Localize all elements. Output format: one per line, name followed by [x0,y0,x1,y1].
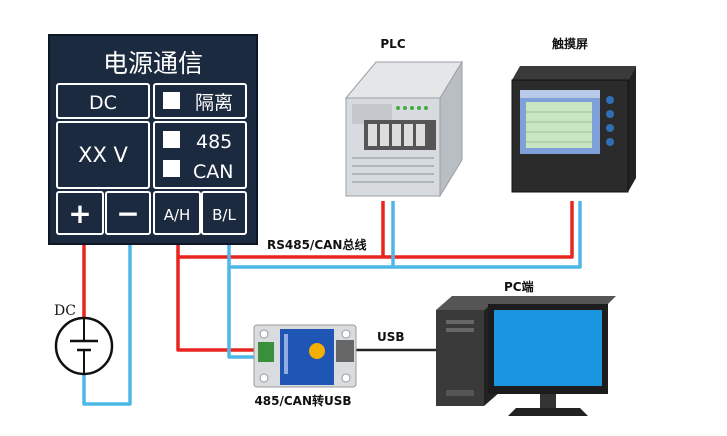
touchscreen-device: 触摸屏 [511,36,636,193]
pc-label: PC端 [504,279,534,294]
converter-icon [253,324,357,388]
terminal-ah: A/H [164,206,191,224]
converter-label: 485/CAN转USB [254,393,351,408]
protocol-can-checkbox[interactable] [163,160,180,177]
module-title: 电源通信 [103,49,203,78]
bus-b-wire [227,201,582,269]
module-dc-label: DC [89,92,117,114]
wires [82,201,582,406]
bus-a-wire [176,201,574,259]
plc-label: PLC [380,37,405,51]
terminal-bl: B/L [212,206,236,224]
voltage-label: XX V [78,143,128,167]
terminal-plus: + [68,197,91,230]
usb-converter: USB 485/CAN转USB [253,324,405,408]
protocol-485-label: 485 [196,131,232,153]
protocol-can-label: CAN [193,161,233,183]
converter-b-wire [227,267,260,359]
dc-negative-wire [82,244,132,406]
converter-a-wire [176,257,260,352]
dc-source-label: DC [54,303,76,319]
isolation-checkbox[interactable] [163,92,180,109]
terminal-minus: − [116,197,139,230]
touchscreen-icon [511,66,636,193]
pc-device: PC端 [436,279,616,416]
protocol-485-checkbox[interactable] [163,131,180,148]
power-comm-module: 电源通信 DC 隔离 XX V 485 CAN + − A/H B/L [48,34,258,245]
touchscreen-label: 触摸屏 [552,36,588,51]
usb-label: USB [377,330,405,344]
bus-label: RS485/CAN总线 [267,237,366,252]
isolation-label: 隔离 [195,92,233,114]
pc-monitor-icon [488,296,616,416]
plc-icon [344,60,463,198]
dc-source: DC [54,303,114,376]
plc-device: PLC [344,37,463,198]
